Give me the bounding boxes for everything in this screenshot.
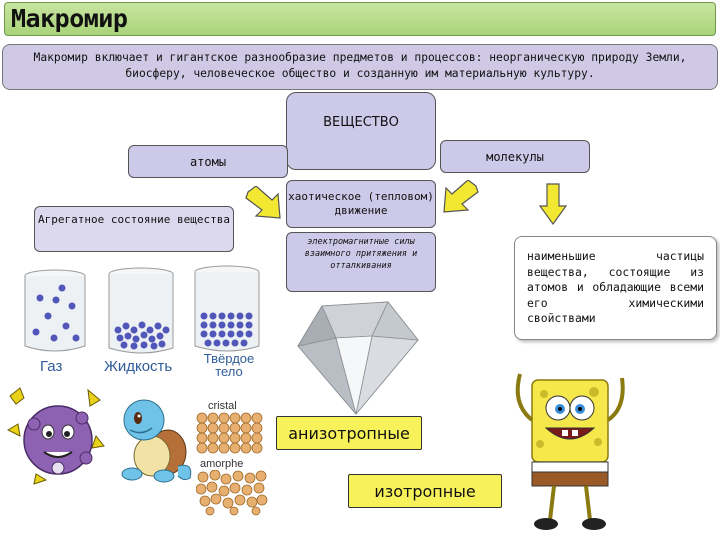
molecule-description: наименьшие частицы вещества, состоящие и… (514, 236, 717, 340)
atoms-label: атомы (189, 154, 227, 169)
diamond-icon (297, 301, 419, 415)
cristal-label: cristal (208, 400, 237, 412)
molecules-label: молекулы (486, 149, 544, 164)
page-title: Макромир (11, 4, 128, 33)
sponge-character-icon (515, 373, 625, 530)
atoms-box: атомы (128, 145, 288, 178)
turtle-creature-icon (121, 399, 192, 483)
crystal-lattice-icon (196, 412, 263, 454)
arrow-right-icon (443, 180, 479, 213)
arrow-down-icon (538, 183, 568, 226)
liquid-label: Жидкость (104, 358, 173, 375)
gas-label: Газ (40, 358, 63, 375)
solid-glass-icon (194, 265, 260, 352)
purple-creature-icon (6, 387, 105, 485)
chaotic-motion-label: хаотическое (тепловом) движение (288, 190, 434, 217)
substance-label: ВЕЩЕСТВО (323, 115, 399, 130)
title-bar: Макромир (4, 2, 716, 36)
anisotropic-label: анизотропные (276, 416, 422, 450)
forces-label: электромагнитные силы взаимного притяжен… (304, 237, 418, 271)
chaotic-motion-box: хаотическое (тепловом) движение (286, 180, 436, 228)
solid-label: Твёрдое тело (203, 351, 255, 379)
isotropic-label: изотропные (348, 474, 502, 508)
liquid-glass-icon (108, 267, 174, 354)
amorphe-label: amorphe (200, 458, 244, 470)
forces-box: электромагнитные силы взаимного притяжен… (286, 232, 436, 292)
gas-glass-icon (24, 269, 86, 352)
amorphous-structure-icon (196, 470, 268, 516)
substance-box: ВЕЩЕСТВО (286, 92, 436, 170)
aggregate-state-box: Агрегатное состояние вещества (34, 206, 234, 252)
intro-text: Макромир включает и гигантское разнообра… (2, 44, 718, 90)
molecules-box: молекулы (440, 140, 590, 173)
aggregate-state-label: Агрегатное состояние вещества (37, 213, 231, 226)
arrow-left-icon (245, 186, 281, 219)
